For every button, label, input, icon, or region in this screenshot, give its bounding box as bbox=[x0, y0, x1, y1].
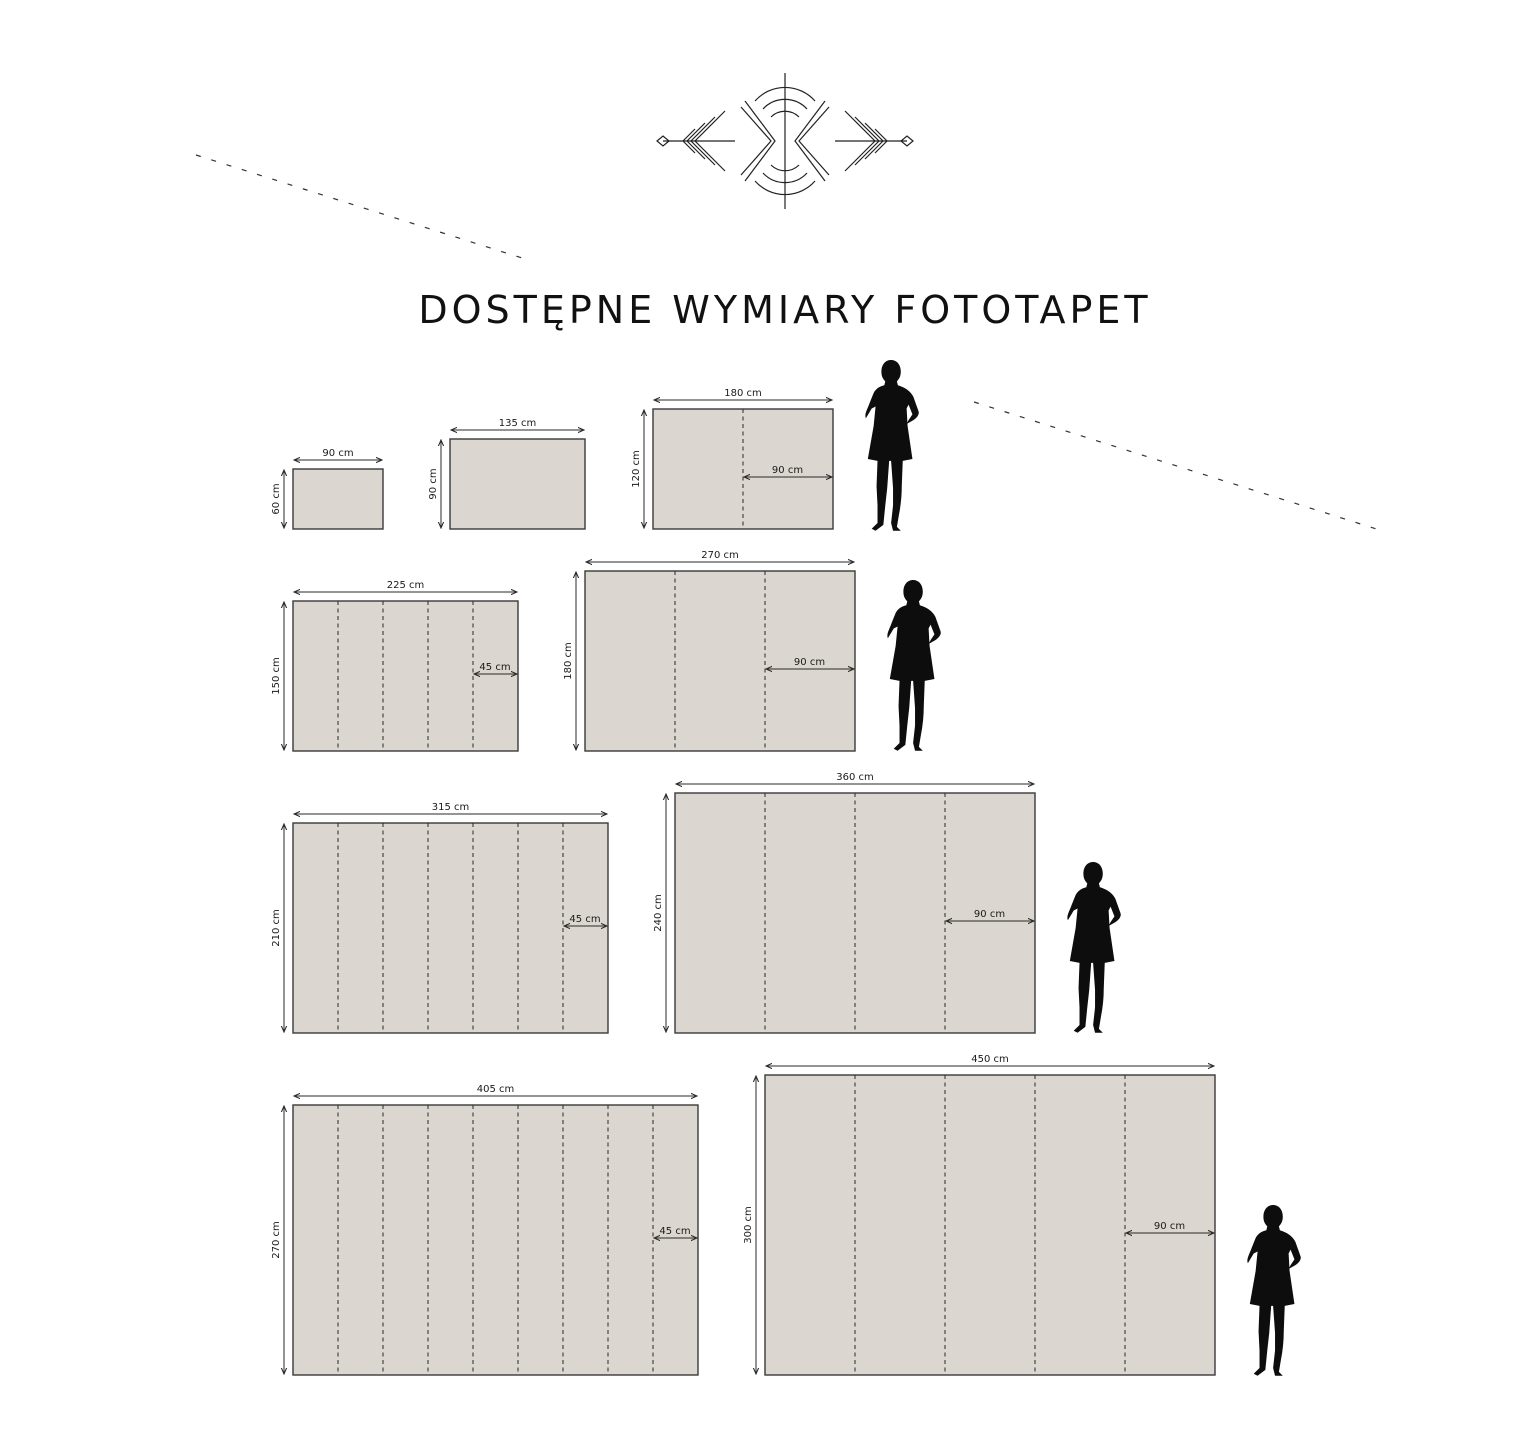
width-label: 315 cm bbox=[432, 802, 470, 813]
wallpaper-panel: 450 cm 300 cm 90 cm bbox=[743, 1054, 1216, 1376]
geometric-ornament-icon bbox=[656, 73, 914, 209]
strip-width-label: 45 cm bbox=[659, 1226, 690, 1237]
width-label: 225 cm bbox=[387, 580, 425, 591]
strip-width-label: 45 cm bbox=[569, 914, 600, 925]
width-label: 180 cm bbox=[724, 388, 762, 399]
dotted-decoration-left bbox=[195, 154, 523, 259]
panel-rect bbox=[292, 822, 609, 1034]
wallpaper-panel: 315 cm 210 cm 45 cm bbox=[271, 802, 609, 1034]
height-label: 210 cm bbox=[271, 909, 282, 947]
strip-width-label: 90 cm bbox=[974, 909, 1005, 920]
width-label: 135 cm bbox=[499, 418, 537, 429]
page-title: DOSTĘPNE WYMIARY FOTOTAPET bbox=[418, 288, 1151, 332]
wallpaper-panel: 135 cm 90 cm bbox=[428, 418, 586, 530]
height-label: 240 cm bbox=[653, 894, 664, 932]
strip-width-label: 90 cm bbox=[1154, 1221, 1185, 1232]
wallpaper-panel: 90 cm 60 cm bbox=[271, 448, 384, 530]
width-label: 90 cm bbox=[322, 448, 353, 459]
strip-width-label: 45 cm bbox=[479, 662, 510, 673]
dotted-decoration-right bbox=[973, 401, 1387, 533]
width-label: 270 cm bbox=[701, 550, 739, 561]
wallpaper-panel: 180 cm 120 cm 90 cm bbox=[631, 388, 834, 530]
panel-rect bbox=[584, 570, 856, 752]
person-silhouette-icon bbox=[865, 360, 919, 531]
panel-rect bbox=[764, 1074, 1216, 1376]
panel-rect bbox=[449, 438, 586, 530]
person-silhouette-icon bbox=[1067, 862, 1121, 1033]
panel-rect bbox=[292, 468, 384, 530]
height-label: 180 cm bbox=[563, 642, 574, 680]
people-group bbox=[865, 360, 1301, 1376]
height-label: 300 cm bbox=[743, 1206, 754, 1244]
panels-group: 90 cm 60 cm 135 cm 90 cm 180 cm 120 cm 90 cm 22… bbox=[271, 388, 1216, 1376]
width-label: 360 cm bbox=[836, 772, 874, 783]
width-label: 450 cm bbox=[971, 1054, 1009, 1065]
panel-rect bbox=[292, 600, 519, 752]
width-label: 405 cm bbox=[477, 1084, 515, 1095]
wallpaper-panel: 405 cm 270 cm 45 cm bbox=[271, 1084, 699, 1376]
height-label: 150 cm bbox=[271, 657, 282, 695]
height-label: 90 cm bbox=[428, 468, 439, 499]
height-label: 60 cm bbox=[271, 483, 282, 514]
wallpaper-panel: 225 cm 150 cm 45 cm bbox=[271, 580, 519, 752]
strip-width-label: 90 cm bbox=[794, 657, 825, 668]
height-label: 120 cm bbox=[631, 450, 642, 488]
height-label: 270 cm bbox=[271, 1221, 282, 1259]
wallpaper-panel: 270 cm 180 cm 90 cm bbox=[563, 550, 856, 752]
person-silhouette-icon bbox=[1247, 1205, 1301, 1376]
panel-rect bbox=[292, 1104, 699, 1376]
wallpaper-panel: 360 cm 240 cm 90 cm bbox=[653, 772, 1036, 1034]
strip-width-label: 90 cm bbox=[772, 465, 803, 476]
person-silhouette-icon bbox=[887, 580, 941, 751]
